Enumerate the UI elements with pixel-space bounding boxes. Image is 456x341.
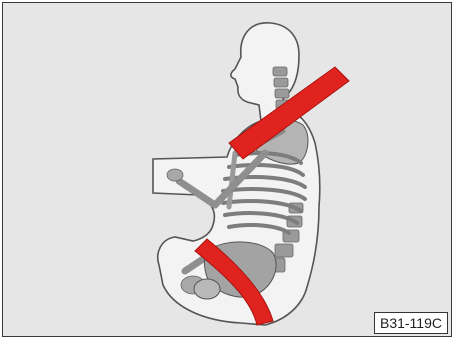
seat-belt-illustration [3, 3, 453, 338]
figure-reference-code: B31-119C [374, 312, 448, 334]
figure-frame: B31-119C [2, 2, 452, 337]
